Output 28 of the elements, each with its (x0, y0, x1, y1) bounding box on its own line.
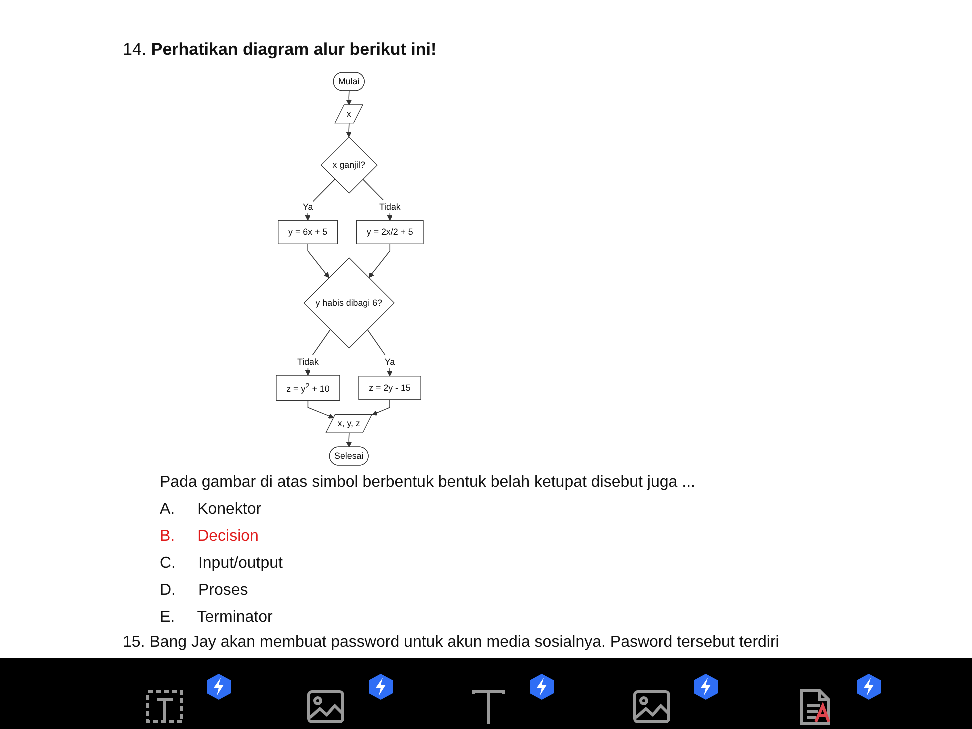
arrow (308, 244, 330, 278)
node-diamond: x ganjil? (320, 136, 378, 194)
arrow (346, 90, 352, 106)
node-box: z = 2y - 15 (358, 376, 422, 400)
node-box: y = 2x/2 + 5 (356, 220, 424, 244)
node-diamond: y habis dibagi 6? (304, 258, 395, 349)
answer-option: A. Konektor (160, 501, 262, 519)
arrow (305, 329, 331, 376)
arrow (372, 400, 390, 416)
edge-label: Tidak (298, 356, 319, 367)
arrow (346, 123, 352, 138)
edge-label: Ya (302, 202, 314, 212)
arrow (346, 433, 352, 448)
answer-option: B. Decision (160, 528, 259, 546)
question-text: 15. Bang Jay akan membuat password untuk akun media sosialnya. Pasword tersebut terdiri (123, 634, 780, 652)
answer-option: E. Terminator (160, 609, 273, 627)
edge-label: Ya (384, 356, 396, 367)
question-text: Pada gambar di atas simbol berbentuk bentuk belah ketupat disebut juga ... (160, 474, 696, 492)
arrow (367, 329, 393, 377)
node-box: z = y$^{2}$ + 10 (276, 375, 340, 402)
question-title: 14. Perhatikan diagram alur berikut ini! (123, 40, 437, 60)
arrow (305, 179, 336, 221)
node-box: y = 6x + 5 (278, 220, 338, 244)
edge-label: Tidak (379, 202, 401, 212)
arrow (308, 400, 334, 419)
arrow (368, 244, 391, 278)
answer-option: D. Proses (160, 582, 248, 600)
answer-option: C. Input/output (160, 555, 283, 573)
